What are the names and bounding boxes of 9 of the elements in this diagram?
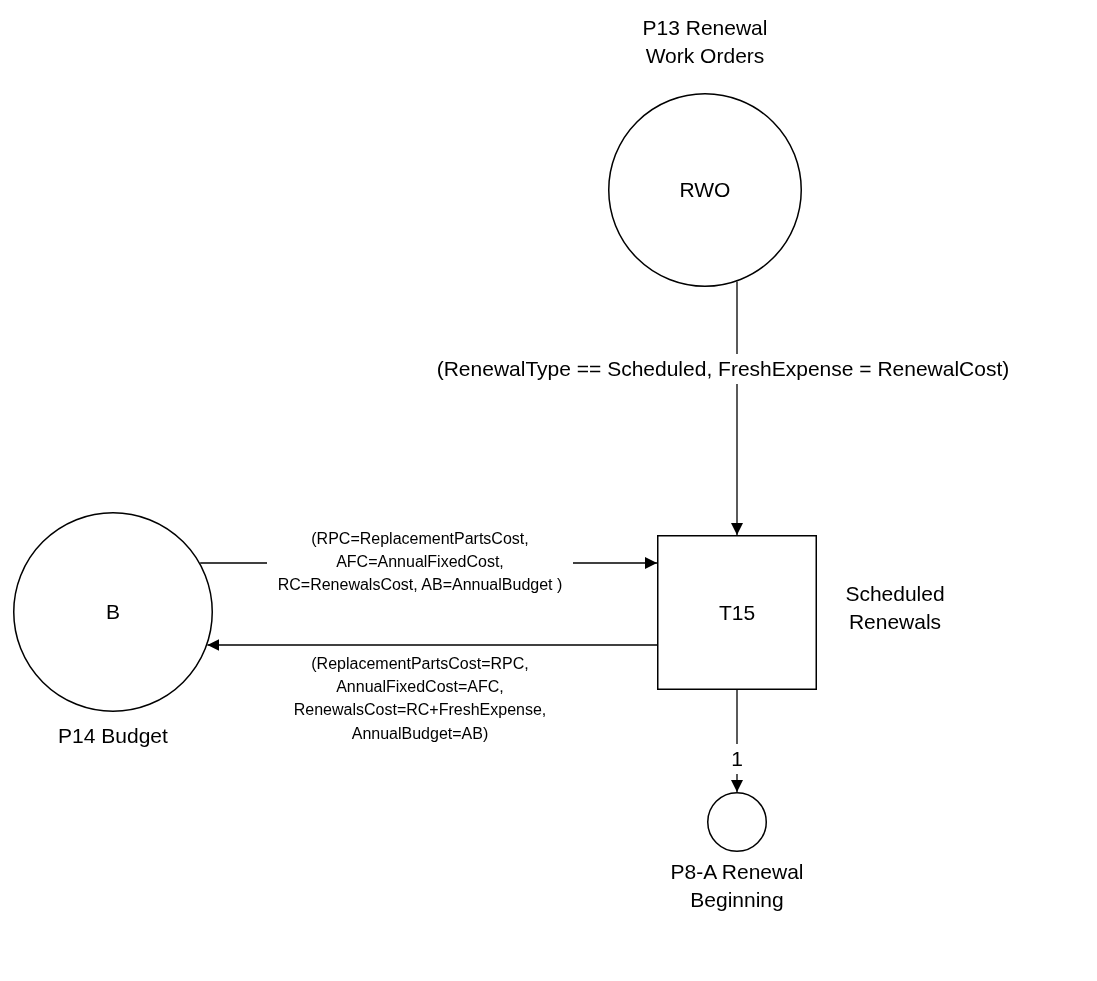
node-label: T15 (718, 600, 756, 625)
arc-arrow (731, 280, 743, 536)
node-label: B (106, 600, 120, 624)
place-name: P14 Budget (57, 723, 169, 749)
place-name: P8-A Renewal Beginning (669, 859, 805, 914)
node-label: RWO (679, 178, 731, 202)
arc-arrow (206, 639, 658, 651)
place-name: Scheduled Renewals (844, 581, 946, 636)
place-name: P13 Renewal Work Orders (641, 15, 769, 70)
